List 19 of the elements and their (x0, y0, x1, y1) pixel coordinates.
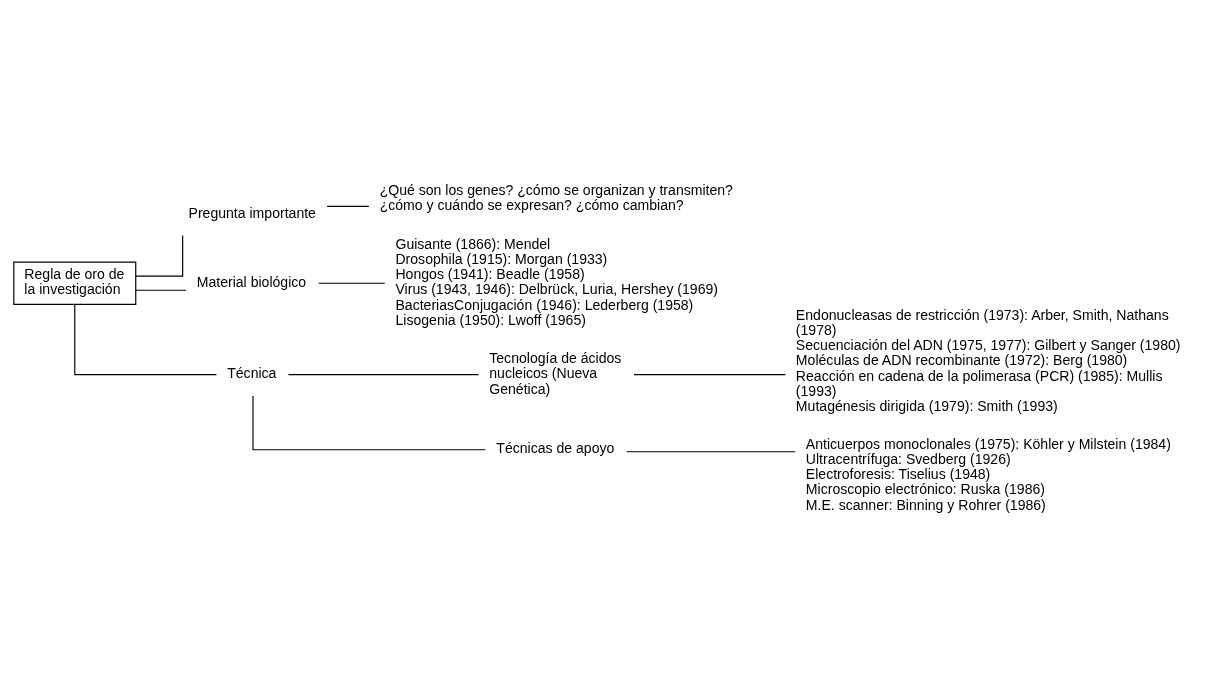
connector (74, 303, 218, 375)
node-text: Material biológico (196, 273, 307, 290)
connector (326, 205, 370, 207)
node-box: Regla de oro de la investigación (13, 261, 137, 305)
node-text: Técnica (227, 364, 277, 381)
connector (633, 373, 786, 375)
connector (135, 234, 184, 277)
node-text: Anticuerpos monoclonales (1975): Köhler y Milstein (1984) Ultracentrífuga: Svedberg (1926) Electroforesis: Tiselius (1948) Microscopio electrónico: Ruska (1986) M.E. scanner: Binning y Rohrer (1986) (805, 435, 1171, 513)
connector (287, 373, 480, 375)
node-text: Endonucleasas de restricción (1973): Arber, Smith, Nathans (1978) Secuenciación del ADN (1975, 1977): Gilbert y Sanger (1980) Moléculas de ADN recombinante (1972): Berg (1980) Reacción en cadena de la polimerasa (PCR) (1985): Mullis (1993) Mutagénesis dirigida (1979): Smith (1993) (795, 306, 1181, 414)
connector (318, 282, 386, 284)
connector (626, 450, 796, 452)
connector (252, 394, 486, 450)
connector (135, 289, 187, 291)
node-text: Tecnología de ácidos nucleicos (Nueva Genética) (489, 349, 622, 397)
node-text: Guisante (1866): Mendel Drosophila (1915): Morgan (1933) Hongos (1941): Beadle (1958) Virus (1943, 1946): Delbrück, Luria, Hershey (1969) BacteriasConjugación (1946): Lederberg (1958) Lisogenia (1950): Lwoff (1965) (395, 235, 719, 328)
node-text: ¿Qué son los genes? ¿cómo se organizan y transmiten? ¿cómo y cuándo se expresan? ¿cómo cambian? (379, 181, 733, 213)
node-text: Pregunta importante (188, 204, 316, 221)
node-text: Técnicas de apoyo (496, 439, 615, 456)
